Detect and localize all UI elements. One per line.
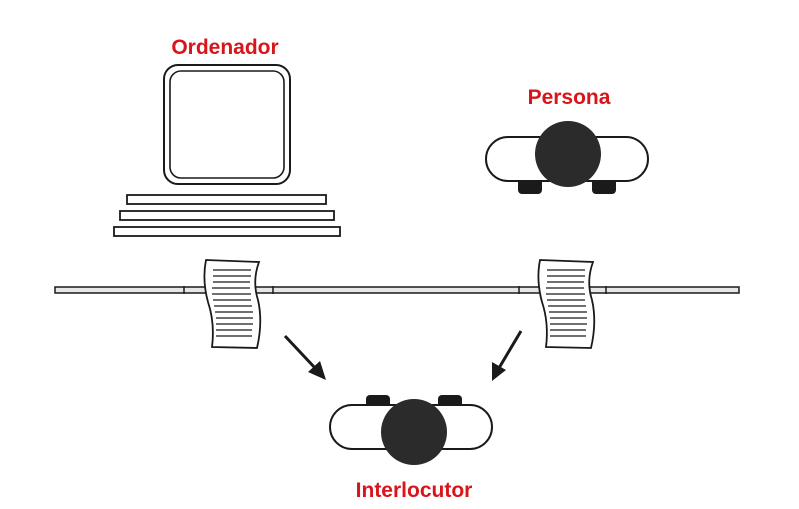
divider-wall [54,286,740,294]
computer-monitor [163,64,291,185]
arrow-icon [283,334,326,380]
interrogator-label: Interlocutor [356,479,473,502]
arrow-icon [492,330,523,381]
computer-keyboard [113,194,341,237]
paper-sheet-icon [203,259,262,349]
paper-sheet-icon [537,259,596,349]
person-top-view-icon [485,121,649,194]
computer-monitor-keyboard-icon [113,64,341,237]
computer-label: Ordenador [171,36,278,59]
person-label: Persona [528,86,611,109]
interrogator-top-view-icon [329,395,493,465]
